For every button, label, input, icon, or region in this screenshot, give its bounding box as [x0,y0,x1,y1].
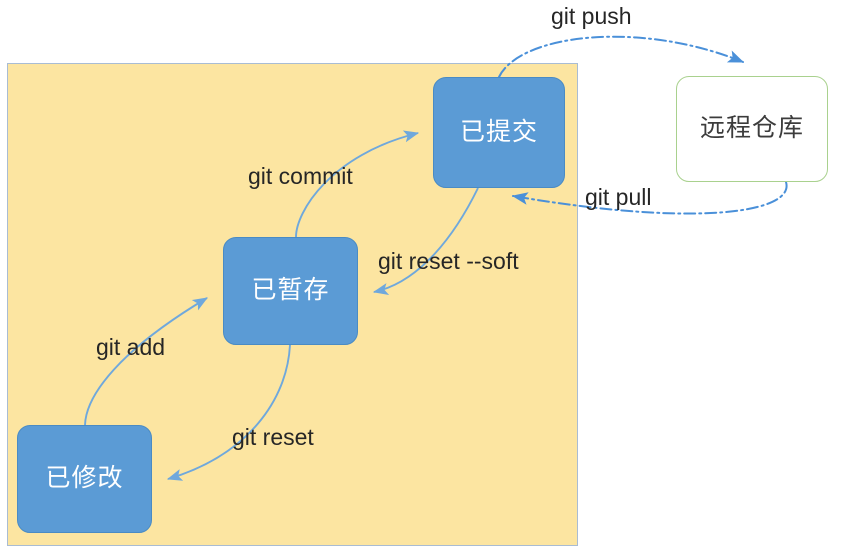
edge-label-git-pull: git pull [585,184,652,210]
node-committed-label: 已提交 [459,117,538,146]
node-modified[interactable]: 已修改 [17,425,152,533]
edge-label-git-commit: git commit [248,163,353,189]
node-committed[interactable]: 已提交 [433,77,565,188]
node-remote-repository[interactable]: 远程仓库 [676,76,828,182]
edge-label-git-reset-soft: git reset --soft [378,248,519,274]
edge-label-git-push: git push [551,3,632,29]
node-remote-repository-label: 远程仓库 [699,114,804,143]
node-modified-label: 已修改 [45,464,124,493]
node-staged-label: 已暂存 [251,276,330,305]
edge-label-git-add: git add [96,334,166,360]
edge-label-git-reset: git reset [232,424,314,450]
node-staged[interactable]: 已暂存 [223,237,358,345]
